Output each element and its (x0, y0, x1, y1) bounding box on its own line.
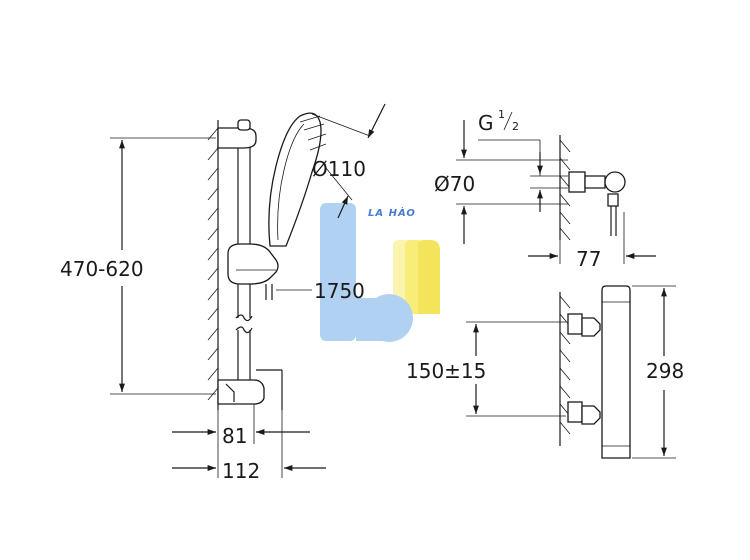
mixer-lower-escutcheon (567, 401, 583, 423)
thread-size-label: G 1 2 (478, 108, 519, 135)
handshower-diameter-label: Ø110 (312, 157, 366, 181)
watermark-text: LA HÀO (368, 205, 416, 219)
elbow-escutcheon (568, 171, 586, 193)
top-wall-bracket (217, 127, 257, 149)
elbow-knob (604, 171, 626, 193)
slider-holder (227, 243, 279, 285)
wall-elbow-drawing (456, 120, 656, 264)
svg-text:2: 2 (512, 120, 519, 133)
rail-upper (237, 148, 251, 318)
hose-stub (265, 284, 273, 300)
mixer-height-label: 298 (646, 359, 684, 383)
wall-hatching (207, 127, 219, 401)
thermostat-mixer-drawing (466, 285, 676, 459)
hand-shower (268, 112, 327, 247)
bracket-depth-label: 112 (222, 459, 260, 483)
top-bracket-cap (237, 119, 251, 131)
elbow-outlet (607, 193, 619, 207)
handshower-dim-arrow-top (367, 103, 386, 139)
center-spacing-label: 150±15 (406, 359, 486, 383)
hose-length-label: 1750 (314, 279, 365, 303)
handshower-dim-ext-bottom (325, 167, 353, 201)
svg-text:1: 1 (498, 108, 505, 121)
handshower-dim-arrow-bottom (337, 195, 349, 219)
mixer-upper-escutcheon (567, 313, 583, 335)
bottom-wall-bracket (217, 379, 265, 405)
svg-text:G: G (478, 111, 494, 135)
elbow-body (584, 175, 606, 189)
escutcheon-diameter-label: Ø70 (434, 172, 475, 196)
mixer-lower-eccentric (581, 405, 601, 425)
mixer-upper-eccentric (581, 317, 601, 337)
elbow-depth-label: 77 (576, 247, 601, 271)
handshower-dim-ext-top (311, 113, 371, 137)
shower-rail-drawing (110, 103, 386, 478)
rail-height-label: 470-620 (60, 257, 144, 281)
rail-lower (237, 330, 251, 382)
watermark-logo: LA HÀO (320, 203, 440, 342)
rail-depth-label: 81 (222, 424, 247, 448)
mixer-body (601, 285, 631, 459)
